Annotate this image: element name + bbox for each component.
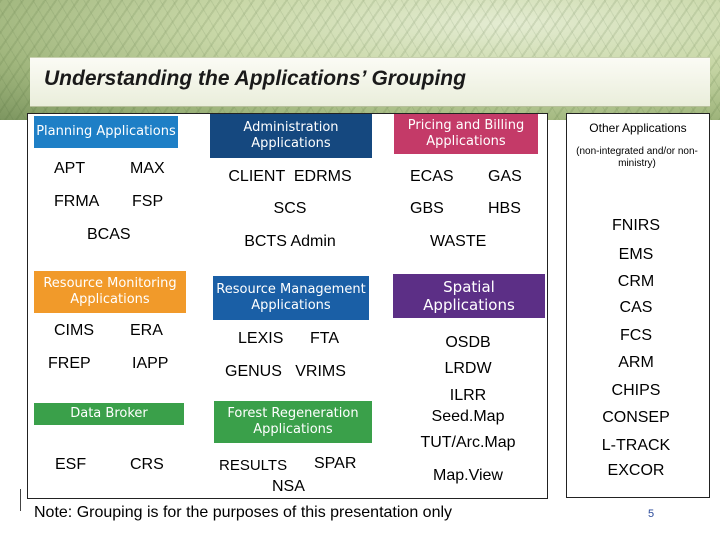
- app-item: RESULTS: [219, 457, 288, 474]
- app-item: HBS: [488, 200, 521, 217]
- data-broker-header: Data Broker: [34, 403, 184, 425]
- app-item: CLIENT EDRMS: [228, 168, 352, 185]
- app-item: ILRR: [449, 387, 487, 404]
- app-item: ESF: [55, 456, 87, 473]
- other-applications-subheader: (non-integrated and/or non-ministry): [576, 146, 698, 169]
- app-item: TUT/Arc.Map: [420, 434, 516, 451]
- other-app-item: EXCOR: [607, 462, 665, 479]
- app-item: OSDB: [445, 334, 491, 351]
- app-item: LRDW: [444, 360, 492, 377]
- app-item: ERA: [130, 322, 163, 339]
- other-app-item: CAS: [619, 299, 653, 316]
- other-applications-panel: [566, 113, 710, 498]
- app-item: SPAR: [314, 455, 357, 472]
- footnote: Note: Grouping is for the purposes of th…: [34, 504, 453, 521]
- app-item: SCS: [273, 200, 307, 217]
- app-item: IAPP: [132, 355, 169, 372]
- app-item: FREP: [48, 355, 91, 372]
- app-item: MAX: [130, 160, 165, 177]
- planning-header: Planning Applications: [34, 116, 178, 148]
- app-item: CIMS: [54, 322, 94, 339]
- other-app-item: FCS: [620, 327, 652, 344]
- app-item: APT: [54, 160, 86, 177]
- app-item: BCTS Admin: [244, 233, 336, 250]
- page-number: 5: [648, 508, 655, 520]
- app-item: CRS: [130, 456, 164, 473]
- app-item: GENUS VRIMS: [225, 363, 346, 380]
- app-item: FTA: [310, 330, 340, 347]
- app-item: FRMA: [54, 193, 100, 210]
- app-item: Map.View: [433, 467, 503, 484]
- divider: [20, 489, 21, 511]
- other-app-item: FNIRS: [612, 217, 660, 234]
- app-item: BCAS: [87, 226, 131, 243]
- other-applications-header: Other Applications: [589, 121, 687, 135]
- app-item: FSP: [132, 193, 164, 210]
- app-item: LEXIS: [238, 330, 284, 347]
- slide-title: Understanding the Applications’ Grouping: [44, 67, 466, 90]
- other-app-item: CRM: [617, 273, 655, 290]
- app-item: GBS: [410, 200, 444, 217]
- app-item: GAS: [488, 168, 522, 185]
- other-app-item: CONSEP: [602, 409, 670, 426]
- title-bar: [30, 57, 710, 107]
- app-item: Seed.Map: [431, 408, 505, 425]
- other-app-item: L-TRACK: [601, 437, 671, 454]
- other-app-item: ARM: [618, 354, 654, 371]
- other-app-item: CHIPS: [611, 382, 661, 399]
- app-item: WASTE: [430, 233, 487, 250]
- app-item: NSA: [272, 478, 305, 495]
- app-item: ECAS: [410, 168, 454, 185]
- other-app-item: EMS: [618, 246, 654, 263]
